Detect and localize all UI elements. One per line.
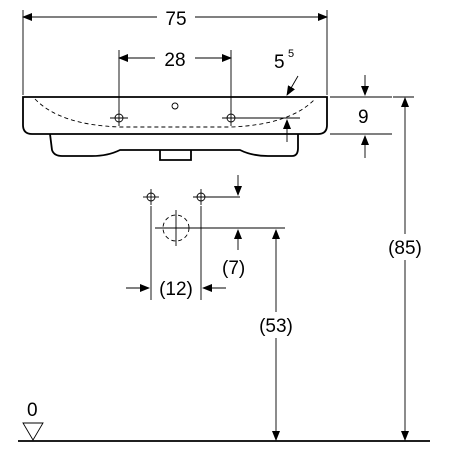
wall-hole-offset-dimension: (7)	[222, 175, 245, 279]
wall-hole-offset-label: (7)	[222, 258, 245, 279]
tap-hole-left-icon	[110, 110, 128, 126]
overall-width-dimension: 75	[22, 5, 328, 95]
overall-width-label: 75	[165, 9, 186, 30]
wall-hole-spacing-dimension: (12)	[126, 279, 226, 300]
tap-hole-spacing-label: 28	[164, 50, 185, 71]
wall-hole-left-icon	[143, 189, 159, 205]
overflow-hole-icon	[171, 102, 179, 110]
overall-height-dimension: (85)	[383, 96, 427, 441]
side-offset-superscript: 5	[288, 48, 294, 60]
floor-level-marker: 0	[18, 400, 430, 442]
waste-pipe-icon	[155, 210, 285, 246]
rim-height-label: 9	[358, 107, 369, 128]
overall-height-label: (85)	[388, 238, 422, 259]
tap-hole-spacing-dimension: 28	[118, 46, 232, 112]
waste-height-label: (53)	[259, 316, 293, 337]
basin-outline	[22, 96, 328, 161]
floor-level-label: 0	[27, 400, 38, 421]
waste-height-dimension: (53)	[254, 229, 298, 441]
wall-hole-spacing-label: (12)	[159, 279, 193, 300]
side-offset-dimension: 5 5	[274, 48, 299, 96]
wall-hole-right-icon	[193, 189, 240, 205]
side-offset-label: 5	[274, 52, 285, 73]
rim-height-dimension: 9	[330, 75, 392, 158]
wall-connection-holes	[143, 189, 285, 300]
tap-hole-right-icon	[222, 110, 285, 126]
